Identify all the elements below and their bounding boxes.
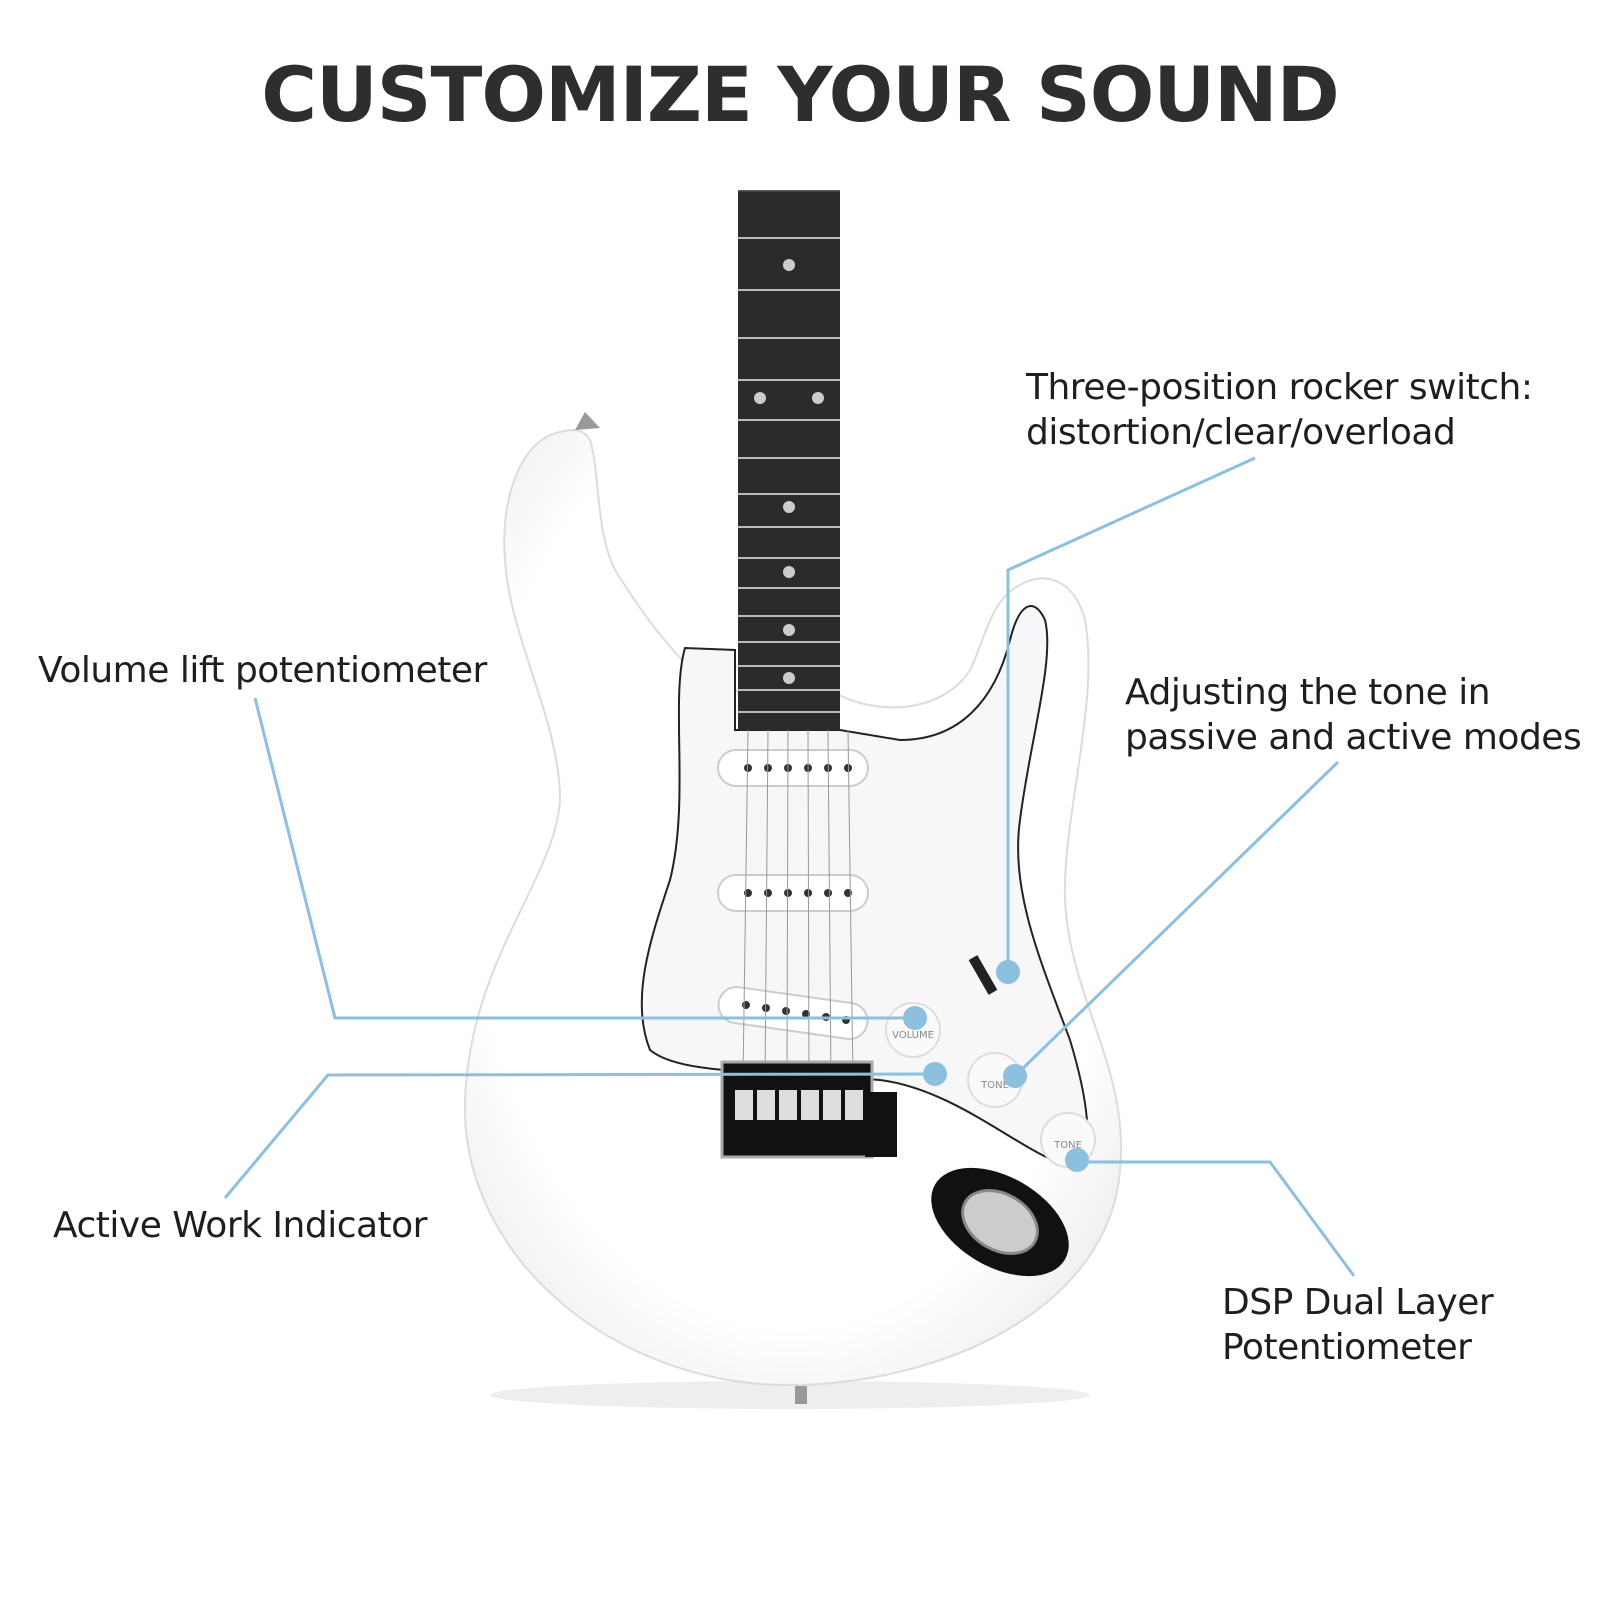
callout-dsp: DSP Dual Layer Potentiometer (1222, 1280, 1494, 1370)
callout-rocker-switch: Three-position rocker switch: distortion… (1026, 365, 1533, 455)
svg-text:TONE: TONE (1053, 1140, 1082, 1151)
callout-text: Potentiometer (1222, 1327, 1472, 1368)
strap-button (575, 412, 600, 430)
callout-line-tone (1013, 760, 1340, 1078)
callout-text: passive and active modes (1125, 717, 1582, 758)
callout-tone: Adjusting the tone in passive and active… (1125, 670, 1582, 760)
callout-dots (903, 960, 1089, 1172)
strings (742, 729, 854, 1081)
callout-line-rocker (1006, 456, 1256, 972)
callout-text: DSP Dual Layer (1222, 1282, 1494, 1323)
callout-lines (223, 456, 1356, 1277)
dot-rocker (996, 960, 1020, 984)
inlays (754, 259, 824, 684)
svg-text:TONE: TONE (980, 1080, 1009, 1091)
shadow (490, 1381, 1090, 1409)
dot-indicator (923, 1062, 947, 1086)
callout-line-indicator (223, 1072, 936, 1199)
rocker-switch (968, 955, 998, 995)
callout-indicator: Active Work Indicator (53, 1203, 428, 1248)
callout-text: distortion/clear/overload (1026, 412, 1456, 453)
strap-button-bottom (795, 1386, 807, 1404)
callout-volume: Volume lift potentiometer (38, 648, 487, 693)
dot-tone (1003, 1064, 1027, 1088)
page-title: CUSTOMIZE YOUR SOUND (261, 50, 1339, 139)
dot-dsp (1065, 1148, 1089, 1172)
fretboard (738, 190, 840, 730)
callout-text: Volume lift potentiometer (38, 650, 487, 691)
callout-text: Active Work Indicator (53, 1205, 428, 1246)
callout-text: Three-position rocker switch: (1026, 367, 1533, 408)
svg-text:VOLUME: VOLUME (892, 1030, 934, 1041)
callout-line-volume (253, 697, 915, 1020)
dot-volume (903, 1006, 927, 1030)
callout-line-dsp (1077, 1160, 1356, 1277)
callout-text: Adjusting the tone in (1125, 672, 1491, 713)
